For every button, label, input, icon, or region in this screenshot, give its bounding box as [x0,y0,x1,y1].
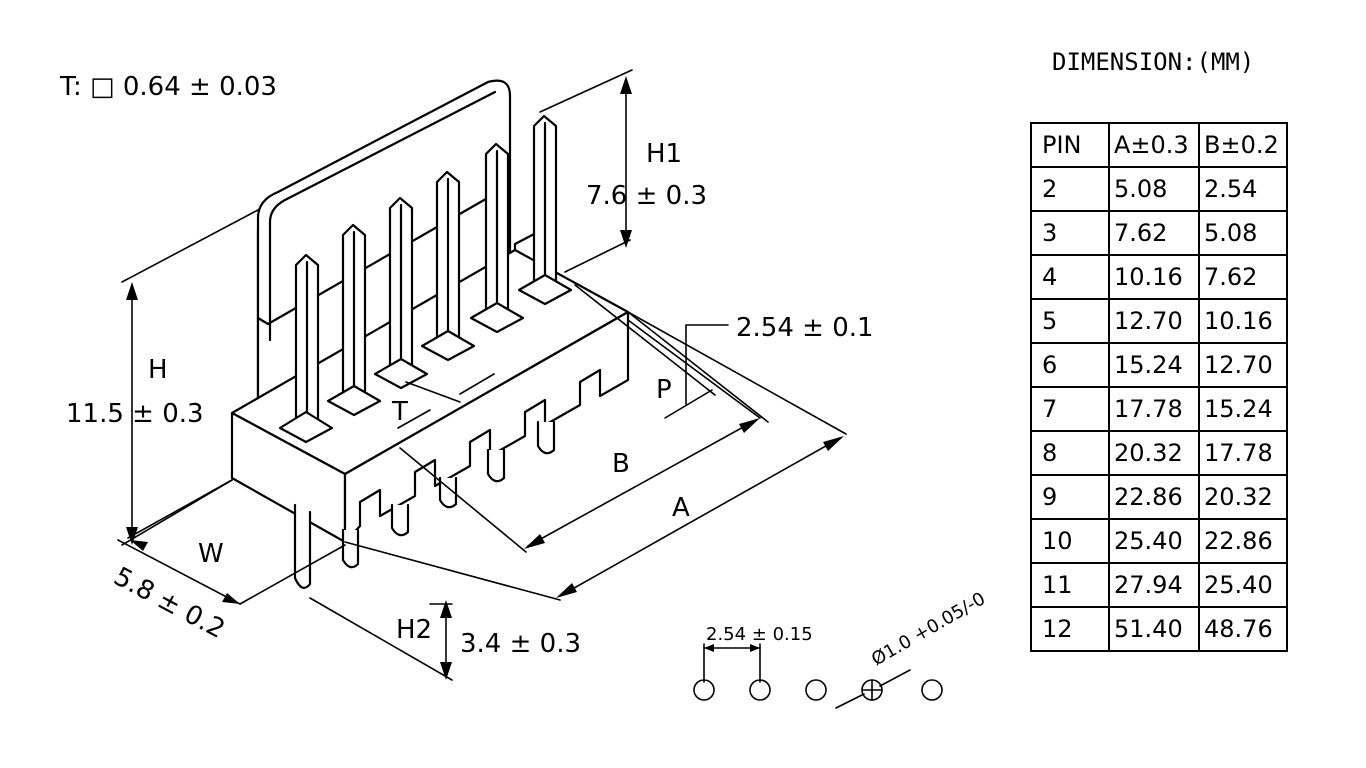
header-a: A±0.3 [1108,122,1200,168]
b-cell: 17.78 [1198,430,1288,476]
pin-cell: 7 [1030,386,1110,432]
hole-3 [805,679,827,701]
hole-2 [749,679,771,701]
pin-cell: 5 [1030,298,1110,344]
h1-label: H1 [646,139,682,169]
dim-h2: H2 3.4 ± 0.3 [309,597,581,681]
b-cell: 20.32 [1198,474,1288,520]
pin-cell: 9 [1030,474,1110,520]
b-cell: 15.24 [1198,386,1288,432]
b-cell: 7.62 [1198,254,1288,300]
pin-cell: 11 [1030,562,1110,608]
a-cell: 25.40 [1108,518,1200,564]
a-cell: 15.24 [1108,342,1200,388]
table-header-row: PIN A±0.3 B±0.2 [1030,122,1288,168]
h2-label: H2 [396,615,432,645]
header-pin: PIN [1030,122,1110,168]
thickness-spec: T: □ 0.64 ± 0.03 [59,72,277,102]
b-label: B [612,449,630,479]
h2-value: 3.4 ± 0.3 [460,629,581,659]
header-b: B±0.2 [1198,122,1288,168]
b-cell: 10.16 [1198,298,1288,344]
a-cell: 27.94 [1108,562,1200,608]
b-cell: 22.86 [1198,518,1288,564]
dim-a: A [344,311,847,601]
hole-layout: 2.54 ± 0.15 Ø1.0 +0.05/-0 [693,588,989,709]
hole-pitch: 2.54 ± 0.15 [706,624,813,645]
p-value: 2.54 ± 0.1 [736,313,874,343]
pin-cell: 4 [1030,254,1110,300]
hole-1 [693,679,715,701]
dim-p: 2.54 ± 0.1 P [574,284,874,423]
upper-pins [278,114,573,444]
a-cell: 5.08 [1108,166,1200,212]
a-cell: 51.40 [1108,606,1200,652]
t-label: T [391,397,408,427]
hole-diameter: Ø1.0 +0.05/-0 [868,588,989,670]
b-cell: 12.70 [1198,342,1288,388]
dim-t: T [391,373,495,429]
a-cell: 10.16 [1108,254,1200,300]
h1-value: 7.6 ± 0.3 [586,181,707,211]
dimension-title: DIMENSION:(MM) [1052,48,1255,76]
h-label: H [148,355,168,385]
a-cell: 20.32 [1108,430,1200,476]
b-cell: 48.76 [1198,606,1288,652]
pin-cell: 12 [1030,606,1110,652]
w-label: W [198,539,224,569]
pin-cell: 10 [1030,518,1110,564]
p-label: P [656,375,672,405]
a-cell: 17.78 [1108,386,1200,432]
w-value: 5.8 ± 0.2 [109,562,230,645]
hole-5 [921,679,943,701]
a-cell: 12.70 [1108,298,1200,344]
bottom-pins [293,420,556,589]
pin-cell: 8 [1030,430,1110,476]
dim-h1: H1 7.6 ± 0.3 [539,69,707,273]
pin-cell: 2 [1030,166,1110,212]
dim-b: B [399,319,761,553]
h-value: 11.5 ± 0.3 [66,399,204,429]
a-label: A [672,493,690,523]
pin-cell: 3 [1030,210,1110,256]
a-cell: 7.62 [1108,210,1200,256]
pin-cell: 6 [1030,342,1110,388]
dim-h: H 11.5 ± 0.3 [66,209,259,546]
b-cell: 25.40 [1198,562,1288,608]
a-cell: 22.86 [1108,474,1200,520]
back-wall [256,79,512,406]
b-cell: 5.08 [1198,210,1288,256]
b-cell: 2.54 [1198,166,1288,212]
